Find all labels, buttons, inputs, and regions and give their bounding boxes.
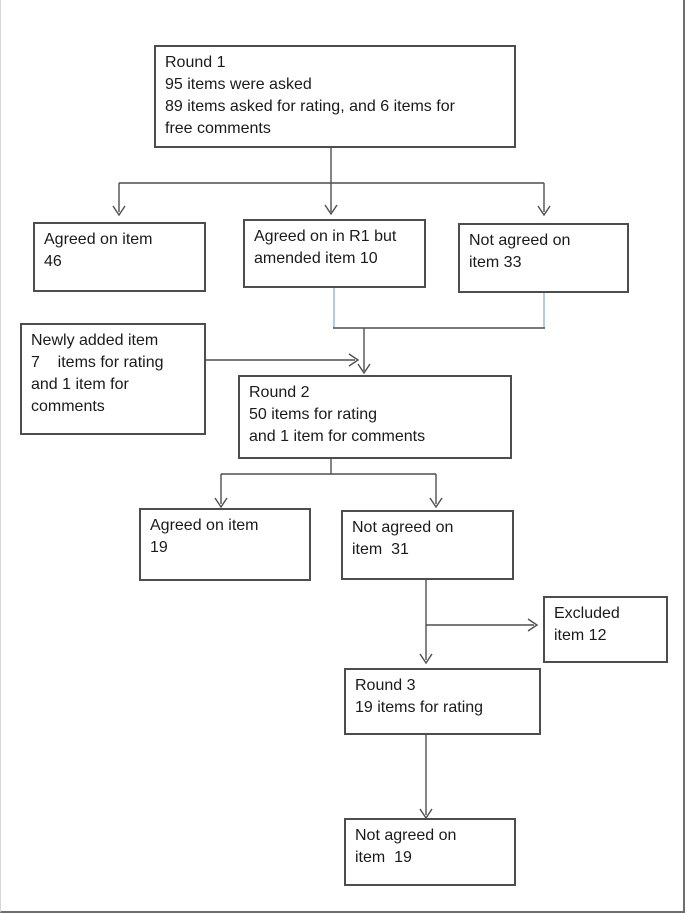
arrowhead-to-notagreed31 [429, 497, 443, 509]
box-not-agreed-item-19: Not agreed on item 19 [344, 818, 516, 886]
box-not-agreed-item-33: Not agreed on item 33 [458, 223, 629, 293]
arrowhead-to-round3 [419, 653, 433, 665]
box-agreed-item-19: Agreed on item 19 [139, 508, 311, 581]
box-not-agreed-item-31: Not agreed on item 31 [341, 510, 514, 580]
box-agreed-item-46: Agreed on item 46 [33, 222, 206, 292]
arrowhead-to-round2 [357, 363, 371, 375]
box-round-3: Round 3 19 items for rating [344, 668, 541, 735]
arrowhead-to-agreed46 [112, 205, 126, 217]
box-amended-item-10: Agreed on in R1 but amended item 10 [243, 219, 426, 288]
box-excluded-item-12: Excluded item 12 [543, 596, 668, 663]
arrowhead-to-notagreed33 [537, 205, 551, 217]
box-newly-added-items: Newly added item 7 items for rating and … [20, 323, 206, 435]
box-round-1: Round 1 95 items were asked 89 items ask… [154, 45, 516, 148]
arrowhead-to-amended10 [324, 204, 338, 216]
arrowhead-to-agreed19 [214, 497, 228, 509]
arrowhead-newlyadded [348, 353, 360, 367]
box-round-2: Round 2 50 items for rating and 1 item f… [238, 375, 512, 459]
arrowhead-to-excluded [527, 618, 539, 632]
